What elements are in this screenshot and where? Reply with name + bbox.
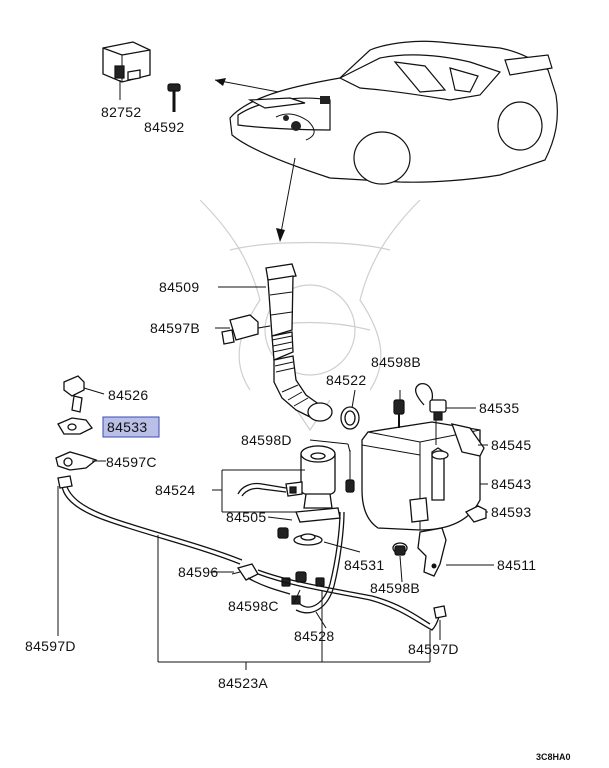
packing-84533[interactable]: [57, 417, 93, 435]
bracket-84511[interactable]: [417, 527, 447, 577]
label-84509[interactable]: 84509: [159, 279, 199, 295]
label-84593[interactable]: 84593: [491, 504, 531, 520]
label-84526[interactable]: 84526: [108, 387, 148, 403]
label-84531[interactable]: 84531: [344, 557, 384, 573]
car-outline: [229, 40, 558, 185]
level-sensor-82752[interactable]: [102, 41, 151, 83]
label-84598D[interactable]: 84598D: [241, 432, 292, 448]
label-84598C[interactable]: 84598C: [228, 598, 279, 614]
part-84526[interactable]: [63, 375, 85, 413]
highlight-84533: [102, 416, 160, 438]
label-84523A[interactable]: 84523A: [218, 675, 268, 691]
label-84597B[interactable]: 84597B: [150, 320, 200, 336]
label-84592[interactable]: 84592: [144, 119, 184, 135]
label-84535[interactable]: 84535: [479, 400, 519, 416]
filler-neck-84509[interactable]: [265, 263, 333, 422]
screw-84598C[interactable]: [277, 527, 325, 587]
grommet-84531[interactable]: [293, 533, 323, 546]
label-84528[interactable]: 84528: [294, 628, 334, 644]
label-84511[interactable]: 84511: [497, 557, 536, 573]
packing-84522[interactable]: [340, 406, 360, 430]
label-84543[interactable]: 84543: [491, 476, 531, 492]
label-84524[interactable]: 84524: [155, 482, 195, 498]
joint-84596[interactable]: [231, 563, 259, 581]
label-84533[interactable]: 84533: [107, 419, 147, 435]
label-84545[interactable]: 84545: [491, 437, 531, 453]
label-84597D-right[interactable]: 84597D: [408, 641, 459, 657]
clamp-84597B[interactable]: [221, 314, 271, 345]
label-84597C[interactable]: 84597C: [106, 454, 157, 470]
label-84598B-bottom[interactable]: 84598B: [370, 580, 420, 596]
strap-84545[interactable]: [450, 423, 485, 457]
cap-84535[interactable]: [414, 383, 447, 445]
bolt-84598B-bottom[interactable]: [392, 542, 408, 556]
screw-84592[interactable]: [167, 83, 181, 112]
label-84505[interactable]: 84505: [226, 509, 266, 525]
label-84598B-top[interactable]: 84598B: [371, 354, 421, 370]
label-84597D-left[interactable]: 84597D: [25, 638, 76, 654]
label-84522[interactable]: 84522: [326, 372, 366, 388]
washer-hoses-84523A[interactable]: [57, 475, 447, 631]
leader-lines: [57, 286, 494, 670]
grommet-84598D[interactable]: [345, 450, 355, 493]
label-84596[interactable]: 84596: [178, 564, 218, 580]
washer-motor-84505[interactable]: [285, 445, 341, 523]
bolt-84598B-top[interactable]: [393, 399, 405, 428]
clip-84593[interactable]: [464, 505, 487, 523]
diagram-code: 3C8HA0: [536, 752, 571, 762]
watermark-emblem: [199, 199, 421, 432]
label-82752[interactable]: 82752: [101, 104, 141, 120]
clamp-84597C[interactable]: [55, 451, 98, 471]
